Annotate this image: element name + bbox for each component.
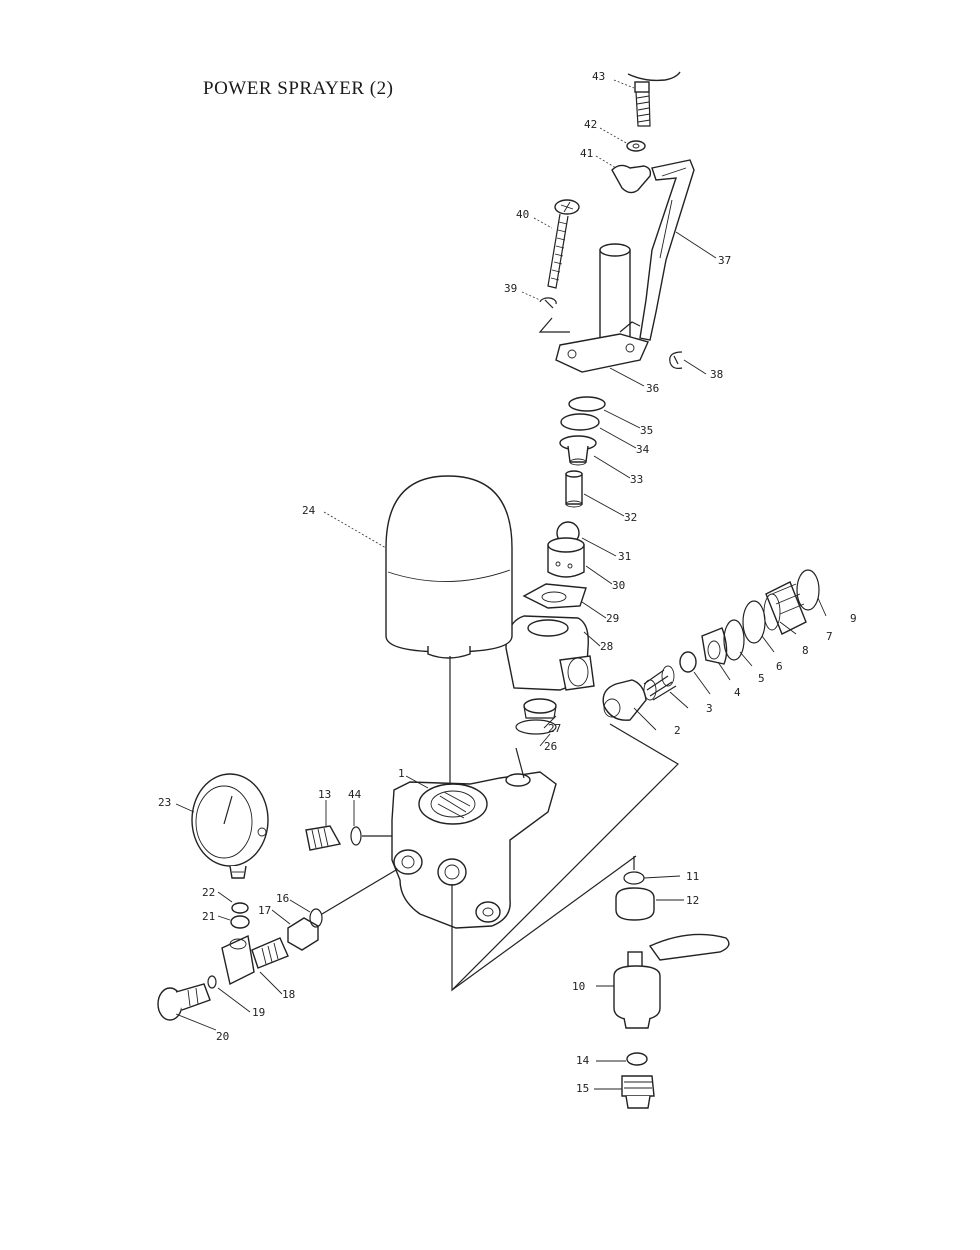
callout-29: 29: [606, 612, 619, 625]
callout-31: 31: [618, 550, 631, 563]
part-35-washer: [568, 396, 606, 412]
part-9-o-ring: [796, 569, 820, 611]
part-26-o-ring: [515, 719, 557, 735]
part-24-air-chamber: [385, 475, 513, 800]
part-5-cup-washer: [701, 627, 728, 665]
callout-2: 2: [674, 724, 681, 737]
callout-33: 33: [630, 473, 643, 486]
callout-7: 7: [826, 630, 833, 643]
part-13-plug: [305, 825, 342, 851]
part-12-nut: [615, 887, 655, 921]
callout-26: 26: [544, 740, 557, 753]
callout-13: 13: [318, 788, 331, 801]
part-29-gasket: [522, 583, 587, 609]
part-34-washer: [560, 413, 600, 431]
part-36-handle-support: [555, 243, 649, 373]
part-44-o-ring: [350, 826, 362, 846]
part-40-long-bolt: [547, 199, 580, 289]
part-32-valve-pin: [565, 470, 583, 508]
callout-8: 8: [802, 644, 809, 657]
callout-12: 12: [686, 894, 699, 907]
callout-32: 32: [624, 511, 637, 524]
part-19-o-ring: [207, 975, 217, 989]
part-15-nipple: [621, 1075, 655, 1109]
callout-38: 38: [710, 368, 723, 381]
callout-30: 30: [612, 579, 625, 592]
callout-9: 9: [850, 612, 857, 625]
callout-20: 20: [216, 1030, 229, 1043]
callout-35: 35: [640, 424, 653, 437]
callout-19: 19: [252, 1006, 265, 1019]
callout-27: 27: [548, 722, 561, 735]
part-16-o-ring: [309, 908, 323, 928]
callout-42: 42: [584, 118, 597, 131]
assembly-guide-lines: [321, 317, 679, 992]
part-7-plug: [763, 581, 807, 635]
callout-40: 40: [516, 208, 529, 221]
part-41-wing-nut: [611, 164, 652, 194]
callout-36: 36: [646, 382, 659, 395]
part-39-spring-washer: [539, 297, 557, 309]
callout-18: 18: [282, 988, 295, 1001]
callout-23: 23: [158, 796, 171, 809]
callout-3: 3: [706, 702, 713, 715]
callout-15: 15: [576, 1082, 589, 1095]
part-11-o-ring: [623, 871, 645, 885]
callout-17: 17: [258, 904, 271, 917]
part-2-valve-cap: [602, 679, 647, 721]
callout-41: 41: [580, 147, 593, 160]
callout-28: 28: [600, 640, 613, 653]
part-20-drain-plug: [157, 983, 211, 1021]
callout-11: 11: [686, 870, 699, 883]
part-14-washer: [626, 1052, 648, 1066]
part-30-valve-body: [547, 537, 585, 578]
part-10-shut-off-cock: [613, 933, 730, 1029]
callout-1: 1: [398, 767, 405, 780]
part-8-o-ring: [742, 600, 766, 644]
callout-6: 6: [776, 660, 783, 673]
part-38-clip: [669, 351, 683, 369]
part-43-knob-screw: [627, 71, 681, 127]
part-18-tee-fitting: [221, 934, 289, 986]
callout-leader-lines: [175, 79, 827, 1090]
diagram-title: POWER SPRAYER (2): [203, 78, 394, 99]
part-42-washer: [626, 140, 646, 152]
callout-44: 44: [348, 788, 362, 801]
callout-4: 4: [734, 686, 741, 699]
part-22-washer: [231, 902, 249, 914]
callout-37: 37: [718, 254, 731, 267]
part-28-valve-housing: [505, 615, 595, 691]
callout-43: 43: [592, 70, 605, 83]
callout-24: 24: [302, 504, 316, 517]
part-23-pressure-gauge: [191, 773, 269, 879]
part-4-ring: [679, 651, 697, 673]
part-21-nut: [230, 915, 250, 929]
part-27-seat: [523, 698, 557, 719]
part-37-handle-lever: [639, 159, 695, 341]
part-1-pump-body: [391, 771, 557, 929]
callout-14: 14: [576, 1054, 590, 1067]
part-3-spring: [643, 665, 677, 701]
callout-numbers: 43 42 41 40 37 39 38 36 35 34 33 32 31 3…: [158, 70, 857, 1095]
callout-39: 39: [504, 282, 517, 295]
callout-34: 34: [636, 443, 650, 456]
part-6-o-ring: [723, 619, 745, 661]
part-33-valve-seat: [559, 435, 597, 466]
callout-22: 22: [202, 886, 215, 899]
callout-10: 10: [572, 980, 585, 993]
part-17-hex-nut: [287, 917, 319, 951]
callout-5: 5: [758, 672, 765, 685]
callout-21: 21: [202, 910, 215, 923]
callout-16: 16: [276, 892, 289, 905]
